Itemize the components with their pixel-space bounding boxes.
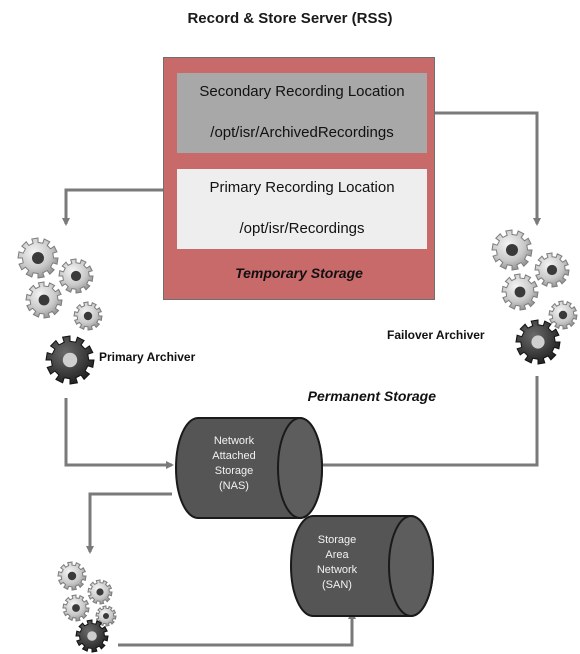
permanent-storage-caption: Permanent Storage bbox=[307, 388, 436, 404]
gear-icon bbox=[73, 301, 103, 331]
arrow-bottom-archiver-to-san bbox=[118, 611, 356, 647]
gear-icon bbox=[45, 335, 95, 385]
primary-location-path: /opt/isr/Recordings bbox=[239, 220, 365, 237]
arrow-secondary-to-failover-archiver bbox=[427, 111, 541, 226]
gear-icon bbox=[548, 300, 578, 330]
secondary-recording-location: Secondary Recording Location /opt/isr/Ar… bbox=[177, 73, 427, 153]
nas-line-3: Storage bbox=[214, 465, 254, 477]
gear-icon bbox=[57, 561, 87, 591]
nas-label: Network Attached Storage (NAS) bbox=[178, 434, 290, 494]
san-line-1: Storage bbox=[317, 534, 357, 546]
gear-icon bbox=[25, 281, 63, 319]
gear-icon bbox=[58, 258, 94, 294]
temporary-storage-caption: Temporary Storage bbox=[235, 265, 363, 281]
failover-archiver-label: Failover Archiver bbox=[387, 328, 485, 342]
arrow-primary-archiver-to-nas bbox=[64, 398, 174, 469]
arrow-nas-to-bottom-archiver bbox=[86, 492, 172, 554]
san-cylinder bbox=[290, 515, 434, 617]
gear-icon bbox=[62, 594, 90, 622]
diagram-title: Record & Store Server (RSS) bbox=[187, 10, 393, 27]
gear-icon bbox=[534, 252, 570, 288]
san-label: Storage Area Network (SAN) bbox=[293, 533, 381, 593]
san-line-2: Area bbox=[325, 549, 349, 561]
arrow-failover-archiver-to-nas bbox=[322, 376, 539, 467]
secondary-location-path: /opt/isr/ArchivedRecordings bbox=[210, 124, 394, 141]
primary-recording-location: Primary Recording Location /opt/isr/Reco… bbox=[177, 169, 427, 249]
san-line-3: Network bbox=[316, 564, 358, 576]
gear-icon bbox=[501, 273, 539, 311]
gear-icon bbox=[17, 237, 59, 279]
arrow-primary-to-primary-archiver bbox=[62, 188, 177, 226]
gear-icon bbox=[515, 319, 561, 365]
nas-line-2: Attached bbox=[212, 450, 256, 462]
gear-icon bbox=[75, 619, 109, 653]
gear-icon bbox=[87, 579, 113, 605]
nas-line-1: Network bbox=[213, 435, 255, 447]
san-line-4: (SAN) bbox=[322, 579, 352, 591]
gear-icon bbox=[95, 605, 117, 627]
primary-location-label: Primary Recording Location bbox=[209, 179, 395, 196]
primary-archiver-label: Primary Archiver bbox=[99, 350, 196, 364]
nas-cylinder bbox=[175, 417, 323, 519]
nas-line-4: (NAS) bbox=[219, 480, 249, 492]
gear-icon bbox=[491, 229, 533, 271]
secondary-location-label: Secondary Recording Location bbox=[199, 83, 405, 100]
